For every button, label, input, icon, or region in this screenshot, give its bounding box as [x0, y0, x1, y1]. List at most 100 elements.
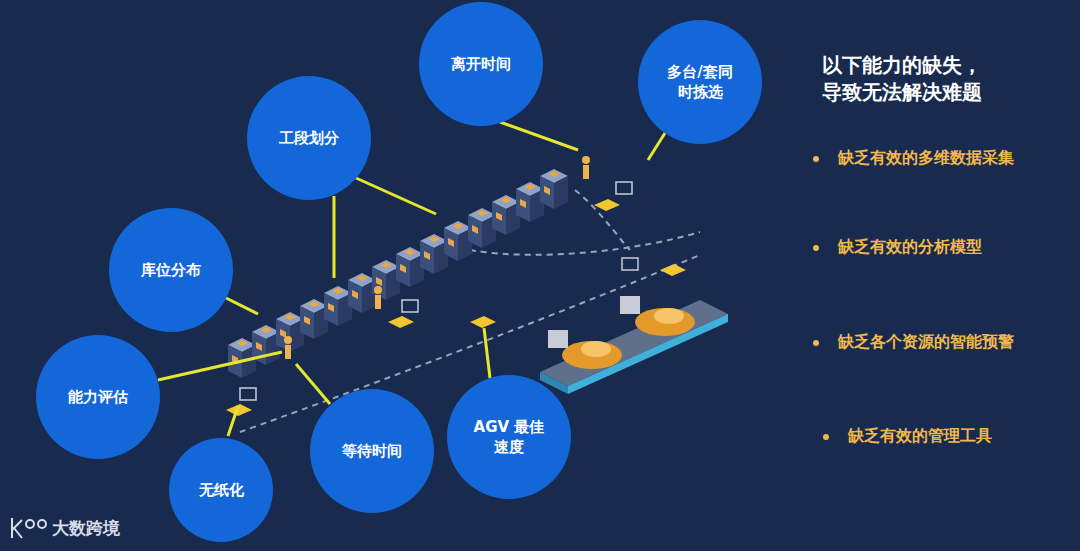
rack-face	[300, 306, 314, 339]
rack-face	[468, 215, 482, 248]
rack-face	[554, 176, 568, 209]
rack-face	[376, 277, 382, 286]
conveyor-line	[540, 300, 728, 394]
rack-face	[396, 254, 410, 287]
rack-face	[444, 228, 458, 261]
rack-face	[348, 280, 362, 313]
rack-face	[260, 327, 272, 333]
rack-face	[324, 293, 338, 326]
robot-arm	[548, 330, 568, 348]
rack-face	[284, 314, 296, 320]
cart	[402, 300, 418, 312]
car-roof	[581, 341, 611, 357]
rack-face	[352, 290, 358, 299]
rack-face	[328, 303, 334, 312]
rack-face	[492, 202, 506, 235]
agv	[226, 404, 252, 416]
logo-mark	[12, 518, 22, 538]
watermark: 大数跨境	[52, 517, 120, 540]
robot-arm	[620, 296, 640, 314]
bullet	[813, 245, 819, 251]
rack-row	[228, 169, 568, 378]
circle-label: 库位分布	[141, 260, 201, 280]
circle-label: 离开时间	[451, 54, 511, 74]
info-circle: 无纸化	[169, 438, 273, 542]
worker	[583, 165, 589, 179]
car-roof	[654, 308, 684, 324]
info-circle: 多台/套同时拣选	[638, 20, 762, 144]
rack-face	[548, 171, 560, 177]
leader-line	[356, 178, 436, 214]
agv-vehicles	[226, 199, 686, 416]
rack-face	[256, 342, 262, 351]
deficiency-item: 缺乏有效的分析模型	[838, 237, 982, 258]
info-circle: AGV 最佳速度	[447, 375, 571, 499]
leader-line	[333, 196, 336, 278]
cart	[240, 388, 256, 400]
info-circle: 离开时间	[419, 2, 543, 126]
rack-face	[308, 301, 320, 307]
bullet	[813, 340, 819, 346]
info-circle: 工段划分	[247, 76, 371, 200]
rack-face	[356, 275, 368, 281]
rack-face	[496, 212, 502, 221]
info-circle: 库位分布	[109, 208, 233, 332]
worker	[375, 295, 381, 309]
rack-face	[520, 199, 526, 208]
rack-face	[472, 225, 478, 234]
agv-path-upper	[470, 232, 700, 255]
agv	[388, 316, 414, 328]
rack-face	[332, 288, 344, 294]
leader-line	[500, 122, 578, 150]
rack-face	[400, 264, 406, 273]
car	[620, 296, 695, 336]
rack-face	[452, 223, 464, 229]
rack-face	[280, 329, 286, 338]
leader-lines	[158, 122, 665, 436]
circle-label: 等待时间	[342, 441, 402, 461]
rack-face	[236, 340, 248, 346]
deficiency-item: 缺乏各个资源的智能预警	[838, 332, 1014, 353]
watermark-logo	[12, 518, 46, 538]
bullet	[823, 434, 829, 440]
worker	[285, 345, 291, 359]
circle-label: 工段划分	[279, 128, 339, 148]
agv	[470, 316, 496, 328]
heading: 以下能力的缺失，导致无法解决难题	[822, 52, 992, 106]
rack-face	[544, 186, 550, 195]
rack-face	[420, 241, 434, 274]
info-circle: 能力评估	[36, 335, 160, 459]
bullet	[813, 156, 819, 162]
logo-mark	[38, 520, 46, 528]
agv-path-branch	[575, 190, 630, 250]
rack-face	[252, 332, 266, 365]
rack-face	[424, 251, 430, 260]
rack-face	[516, 189, 530, 222]
rack-face	[476, 210, 488, 216]
rack-face	[524, 184, 536, 190]
circle-label: 能力评估	[68, 387, 128, 407]
circle-label: 无纸化	[199, 480, 244, 500]
leader-line	[228, 406, 238, 436]
leader-line	[296, 364, 330, 404]
agv	[594, 199, 620, 211]
rack-face	[540, 176, 554, 209]
info-circle: 等待时间	[310, 389, 434, 513]
car-body	[635, 308, 695, 336]
leader-line	[158, 352, 282, 380]
worker	[284, 336, 292, 344]
rack-face	[380, 262, 392, 268]
rack-face	[448, 238, 454, 247]
circle-label: AGV 最佳速度	[470, 417, 548, 458]
car-body	[562, 341, 622, 369]
rack-face	[304, 316, 310, 325]
leader-line	[222, 296, 258, 314]
cart	[622, 258, 638, 270]
rack-face	[500, 197, 512, 203]
agv	[660, 264, 686, 276]
worker	[374, 286, 382, 294]
rack-face	[428, 236, 440, 242]
circle-label: 多台/套同时拣选	[661, 62, 739, 103]
leader-line	[484, 328, 490, 378]
deficiency-item: 缺乏有效的管理工具	[848, 426, 992, 447]
